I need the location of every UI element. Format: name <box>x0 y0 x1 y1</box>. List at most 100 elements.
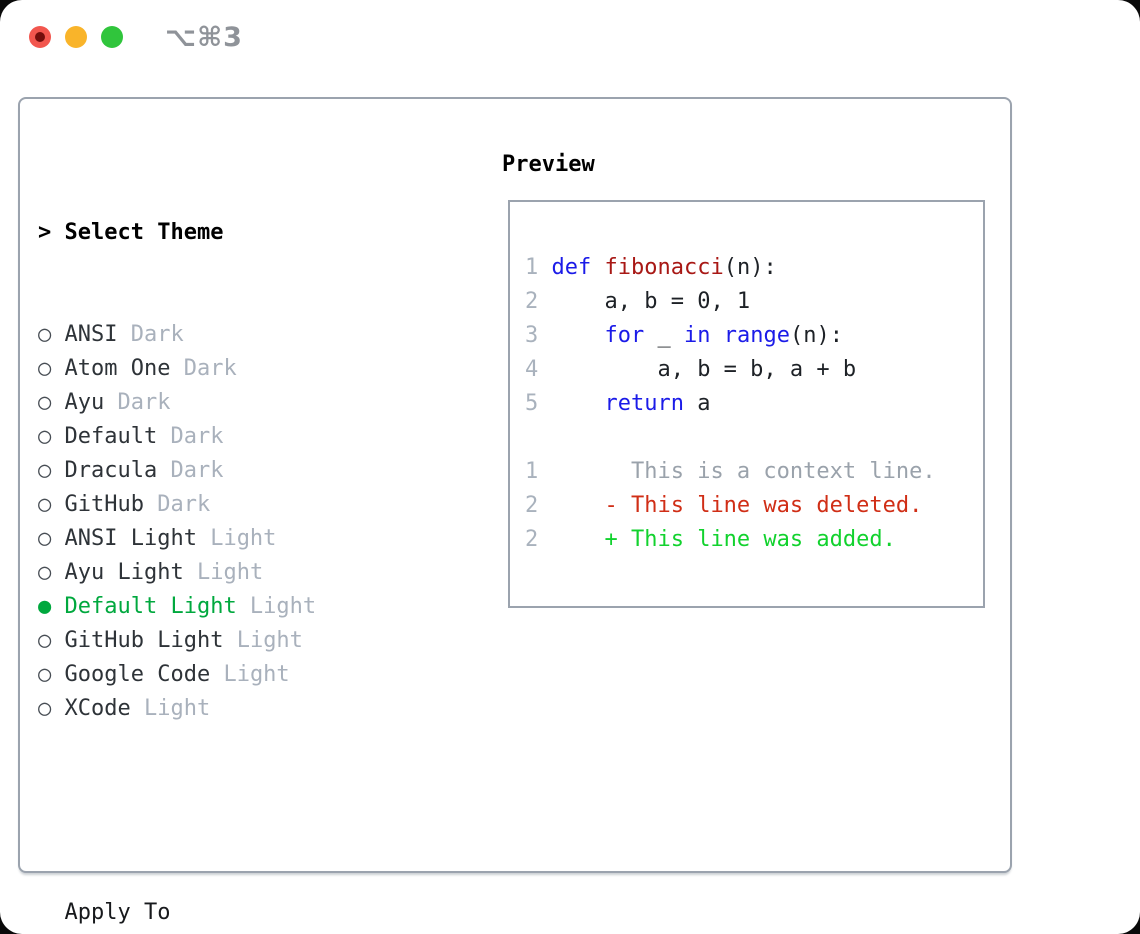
theme-variant-tag: Dark <box>170 356 237 381</box>
radio-icon: ○ <box>38 696 52 721</box>
theme-name: Google Code <box>64 662 211 687</box>
theme-name: GitHub <box>64 492 144 517</box>
code-token: in <box>683 323 711 348</box>
line-number: 1 <box>525 459 539 484</box>
line-number: 2 <box>525 493 539 518</box>
window-titlebar: ⌥⌘3 <box>0 0 1140 74</box>
theme-option-ayu[interactable]: ○ Ayu Dark <box>38 386 468 420</box>
theme-option-default-light[interactable]: ● Default Light Light <box>38 590 468 624</box>
theme-variant-tag: Light <box>236 594 317 619</box>
line-number: 2 <box>525 289 539 314</box>
radio-selected-icon: ● <box>38 594 52 619</box>
theme-option-github[interactable]: ○ GitHub Dark <box>38 488 468 522</box>
theme-option-ayu-light[interactable]: ○ Ayu Light Light <box>38 556 468 590</box>
code-token: range <box>723 323 790 348</box>
theme-option-atom-one[interactable]: ○ Atom One Dark <box>38 352 468 386</box>
theme-name: ANSI Light <box>64 526 197 551</box>
radio-icon: ○ <box>38 356 52 381</box>
theme-option-ansi-light[interactable]: ○ ANSI Light Light <box>38 522 468 556</box>
diff-line-deleted: 2 - This line was deleted. <box>525 489 983 523</box>
theme-variant-tag: Light <box>223 628 303 653</box>
code-token: fibonacci <box>604 255 724 280</box>
code-line: 3 for _ in range(n): <box>525 319 983 353</box>
code-token <box>591 255 604 280</box>
apply-to-header: Apply To <box>64 900 171 925</box>
line-number: 3 <box>525 323 539 348</box>
code-line: 2 a, b = 0, 1 <box>525 285 983 319</box>
code-token: (n): <box>789 323 843 348</box>
preview-header: Preview <box>502 152 595 177</box>
window-title: ⌥⌘3 <box>165 21 243 53</box>
diff-text: - This line was deleted. <box>551 493 923 518</box>
diff-line-added: 2 + This line was added. <box>525 523 983 557</box>
theme-name: Atom One <box>64 356 171 381</box>
theme-name: Default <box>64 424 158 449</box>
theme-name: Dracula <box>64 458 158 483</box>
theme-option-default[interactable]: ○ Default Dark <box>38 420 468 454</box>
diff-text: This is a context line. <box>551 459 936 484</box>
spacer <box>38 794 468 828</box>
code-token <box>552 323 605 348</box>
code-token: _ <box>644 323 684 348</box>
code-token: (n): <box>723 255 777 280</box>
theme-variant-tag: Light <box>130 696 211 721</box>
select-theme-header: > Select Theme <box>38 216 468 250</box>
theme-name: ANSI <box>64 322 118 347</box>
theme-list: ○ ANSI Dark○ Atom One Dark○ Ayu Dark○ De… <box>38 318 468 726</box>
minimize-button[interactable] <box>65 26 87 48</box>
theme-name: XCode <box>64 696 131 721</box>
theme-option-github-light[interactable]: ○ GitHub Light Light <box>38 624 468 658</box>
theme-picker-panel: > Select Theme ○ ANSI Dark○ Atom One Dar… <box>18 97 1012 925</box>
diff-line-context: 1 This is a context line. <box>525 455 983 489</box>
code-token: def <box>551 255 592 280</box>
theme-option-google-code[interactable]: ○ Google Code Light <box>38 658 468 692</box>
code-token: return <box>604 391 684 416</box>
select-theme-header-label: Select Theme <box>64 220 224 245</box>
theme-name: Ayu <box>64 390 105 415</box>
line-number: 2 <box>525 527 539 552</box>
code-line: 1 def fibonacci(n): <box>525 251 983 285</box>
theme-variant-tag: Light <box>183 560 264 585</box>
theme-name: Default Light <box>64 594 237 619</box>
code-token <box>552 391 605 416</box>
theme-variant-tag: Light <box>196 526 277 551</box>
theme-variant-tag: Dark <box>143 492 211 517</box>
prompt-cursor-icon: > <box>38 220 52 245</box>
theme-variant-tag: Dark <box>104 390 171 415</box>
radio-icon: ○ <box>38 458 52 483</box>
theme-option-dracula[interactable]: ○ Dracula Dark <box>38 454 468 488</box>
code-token: a, b = 0, 1 <box>551 289 751 314</box>
theme-name: GitHub Light <box>64 628 224 653</box>
theme-variant-tag: Light <box>210 662 290 687</box>
radio-icon: ○ <box>38 662 52 687</box>
code-line: 5 return a <box>525 387 983 421</box>
code-token: a, b = b, a + b <box>551 357 857 382</box>
theme-option-xcode[interactable]: ○ XCode Light <box>38 692 468 726</box>
theme-variant-tag: Dark <box>157 424 224 449</box>
radio-icon: ○ <box>38 628 52 653</box>
line-number: 4 <box>525 357 539 382</box>
radio-icon: ○ <box>38 526 52 551</box>
radio-icon: ○ <box>38 492 52 517</box>
theme-option-ansi[interactable]: ○ ANSI Dark <box>38 318 468 352</box>
line-number: 1 <box>525 255 539 280</box>
radio-icon: ○ <box>38 322 52 347</box>
radio-icon: ○ <box>38 560 52 585</box>
zoom-button[interactable] <box>101 26 123 48</box>
code-line: 4 a, b = b, a + b <box>525 353 983 387</box>
code-token <box>710 323 723 348</box>
theme-list-column: > Select Theme ○ ANSI Dark○ Atom One Dar… <box>38 148 468 934</box>
code-token: for <box>604 323 645 348</box>
blank-line <box>525 421 983 455</box>
close-dot-icon <box>35 32 45 42</box>
close-button[interactable] <box>29 26 51 48</box>
theme-variant-tag: Dark <box>117 322 184 347</box>
theme-variant-tag: Dark <box>157 458 224 483</box>
theme-name: Ayu Light <box>64 560 184 585</box>
diff-text: + This line was added. <box>551 527 896 552</box>
code-token: a <box>683 391 711 416</box>
radio-icon: ○ <box>38 424 52 449</box>
